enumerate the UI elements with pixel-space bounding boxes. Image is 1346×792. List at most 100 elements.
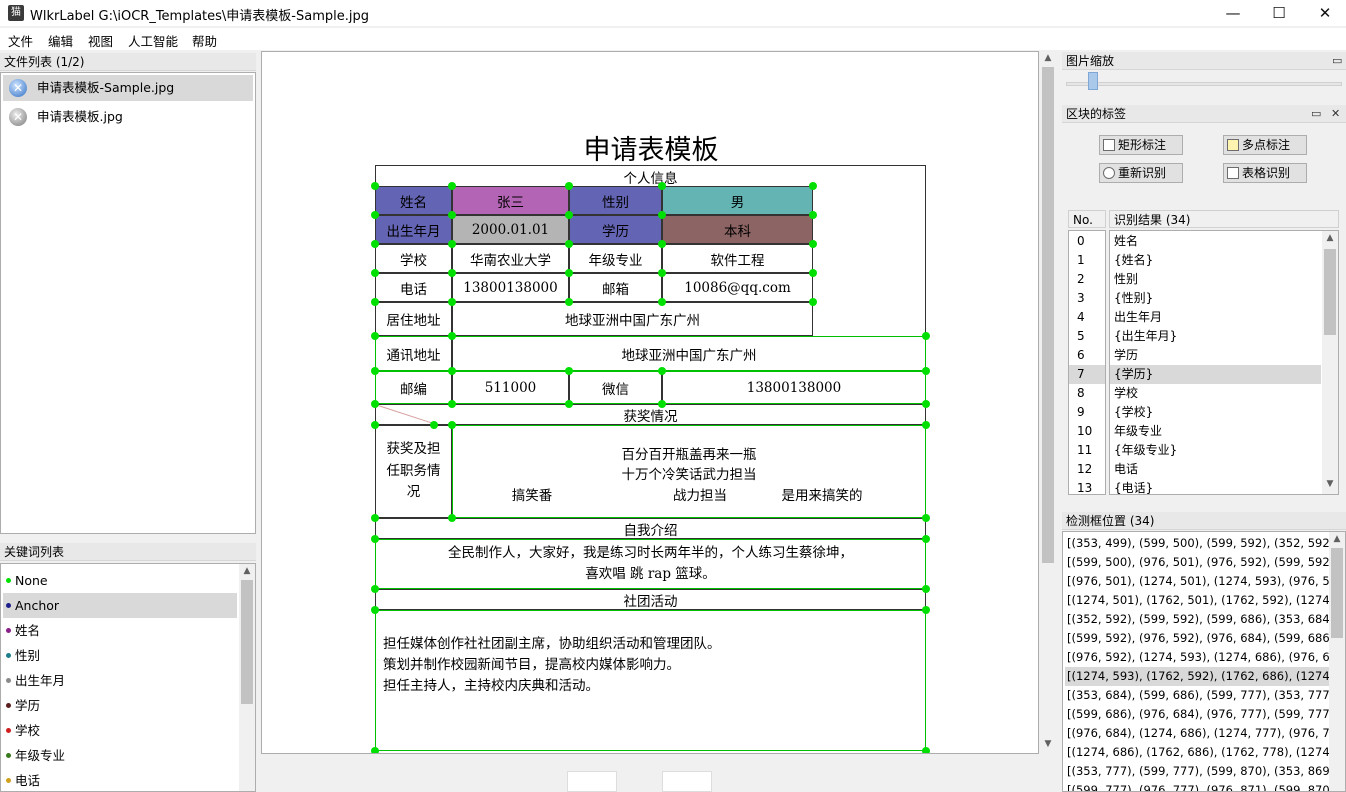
control-point[interactable] xyxy=(448,182,456,190)
result-item[interactable]: {性别} xyxy=(1114,291,1154,305)
keyword-item-school[interactable]: 学校 xyxy=(3,718,237,743)
keyword-item-major[interactable]: 年级专业 xyxy=(3,743,237,768)
box-position-row-selected[interactable]: [(1274, 593), (1762, 592), (1762, 686), … xyxy=(1065,667,1345,686)
control-point[interactable] xyxy=(371,606,379,614)
minimize-button[interactable]: — xyxy=(1225,4,1241,22)
box-position-row[interactable]: [(353, 499), (599, 500), (599, 592), (35… xyxy=(1067,536,1339,550)
result-item[interactable]: {学校} xyxy=(1114,405,1154,419)
result-item[interactable]: 电话 xyxy=(1114,462,1139,476)
control-point[interactable] xyxy=(448,421,456,429)
scroll-up-arrow-icon[interactable]: ▲ xyxy=(1326,233,1334,243)
control-point[interactable] xyxy=(371,585,379,593)
control-point[interactable] xyxy=(371,332,379,340)
zoom-slider-handle[interactable] xyxy=(1088,72,1098,90)
control-point[interactable] xyxy=(922,400,930,408)
canvas-scrollbar[interactable]: ▲ ▼ xyxy=(1040,51,1056,754)
multipoint-annotate-button[interactable]: 多点标注 xyxy=(1223,135,1307,155)
control-point[interactable] xyxy=(371,400,379,408)
keyword-item-birth[interactable]: 出生年月 xyxy=(3,668,237,693)
control-point[interactable] xyxy=(448,400,456,408)
re-recognize-button[interactable]: 重新识别 xyxy=(1099,163,1183,183)
result-item[interactable]: {电话} xyxy=(1114,481,1154,495)
control-point[interactable] xyxy=(448,332,456,340)
zoom-slider[interactable] xyxy=(1066,72,1342,98)
result-item[interactable]: 学历 xyxy=(1114,348,1139,362)
menu-edit[interactable]: 编辑 xyxy=(48,34,74,49)
control-point[interactable] xyxy=(565,211,573,219)
thumbnail-image[interactable] xyxy=(662,771,712,792)
box-position-row[interactable]: [(599, 686), (976, 684), (976, 777), (59… xyxy=(1067,707,1339,721)
control-point[interactable] xyxy=(809,211,817,219)
control-point[interactable] xyxy=(565,367,573,375)
result-item[interactable]: {姓名} xyxy=(1114,253,1154,267)
scroll-down-arrow-icon[interactable]: ▼ xyxy=(1044,739,1052,749)
box-list-scrollbar[interactable]: ▲ xyxy=(1329,532,1345,791)
result-item[interactable]: {年级专业} xyxy=(1114,443,1178,457)
control-point[interactable] xyxy=(371,535,379,543)
detection-box[interactable] xyxy=(375,371,926,404)
control-point[interactable] xyxy=(565,240,573,248)
result-item-selected[interactable]: {学历} xyxy=(1110,365,1321,384)
control-point[interactable] xyxy=(448,367,456,375)
close-button[interactable]: ✕ xyxy=(1318,4,1332,22)
detection-box[interactable] xyxy=(375,336,926,371)
box-position-row[interactable]: [(1274, 501), (1762, 501), (1762, 592), … xyxy=(1067,593,1346,607)
menu-file[interactable]: 文件 xyxy=(8,34,34,49)
rect-annotate-button[interactable]: 矩形标注 xyxy=(1099,135,1183,155)
control-point[interactable] xyxy=(658,269,666,277)
box-list-scroll-thumb[interactable] xyxy=(1331,548,1343,638)
detection-box[interactable] xyxy=(375,610,926,751)
control-point[interactable] xyxy=(371,211,379,219)
control-point[interactable] xyxy=(371,514,379,522)
box-position-row[interactable]: [(599, 500), (976, 501), (976, 592), (59… xyxy=(1067,555,1339,569)
control-point[interactable] xyxy=(658,400,666,408)
control-point[interactable] xyxy=(371,269,379,277)
canvas-scroll-thumb[interactable] xyxy=(1042,67,1054,563)
box-position-row[interactable]: [(1274, 686), (1762, 686), (1762, 778), … xyxy=(1067,745,1346,759)
menu-view[interactable]: 视图 xyxy=(88,34,114,49)
keyword-item-education[interactable]: 学历 xyxy=(3,693,237,718)
box-position-row[interactable]: [(976, 592), (1274, 593), (1274, 686), (… xyxy=(1067,650,1346,664)
control-point[interactable] xyxy=(809,240,817,248)
control-point[interactable] xyxy=(922,514,930,522)
detection-box[interactable] xyxy=(375,539,926,589)
control-point[interactable] xyxy=(922,332,930,340)
box-position-row[interactable]: [(353, 684), (599, 686), (599, 777), (35… xyxy=(1067,688,1339,702)
control-point[interactable] xyxy=(565,269,573,277)
control-point[interactable] xyxy=(922,421,930,429)
control-point[interactable] xyxy=(565,182,573,190)
control-point[interactable] xyxy=(809,182,817,190)
menu-help[interactable]: 帮助 xyxy=(192,34,218,49)
table-recognize-button[interactable]: 表格识别 xyxy=(1223,163,1307,183)
result-item[interactable]: 性别 xyxy=(1114,272,1139,286)
keyword-item-name[interactable]: 姓名 xyxy=(3,618,237,643)
control-point[interactable] xyxy=(371,182,379,190)
result-scrollbar[interactable]: ▲ ▼ xyxy=(1322,231,1338,494)
control-point[interactable] xyxy=(448,514,456,522)
scroll-up-arrow-icon[interactable]: ▲ xyxy=(1333,534,1341,544)
box-position-row[interactable]: [(976, 501), (1274, 501), (1274, 593), (… xyxy=(1067,574,1346,588)
control-point[interactable] xyxy=(371,367,379,375)
scroll-up-arrow-icon[interactable]: ▲ xyxy=(243,566,251,576)
thumbnail-image[interactable] xyxy=(567,771,617,792)
keyword-item-gender[interactable]: 性别 xyxy=(3,643,237,668)
box-position-row[interactable]: [(599, 777), (976, 777), (976, 871), (59… xyxy=(1067,783,1339,792)
control-point[interactable] xyxy=(430,421,438,429)
scroll-down-arrow-icon[interactable]: ▼ xyxy=(1326,479,1334,489)
control-point[interactable] xyxy=(809,269,817,277)
control-point[interactable] xyxy=(565,400,573,408)
menu-ai[interactable]: 人工智能 xyxy=(128,34,179,49)
control-point[interactable] xyxy=(448,298,456,306)
control-point[interactable] xyxy=(371,747,379,753)
control-point[interactable] xyxy=(658,182,666,190)
control-point[interactable] xyxy=(658,367,666,375)
control-point[interactable] xyxy=(922,747,930,753)
control-point[interactable] xyxy=(371,240,379,248)
result-item[interactable]: 学校 xyxy=(1114,386,1139,400)
keyword-item-anchor[interactable]: Anchor xyxy=(3,593,237,618)
file-item-template[interactable]: ✕ 申请表模板.jpg xyxy=(3,104,253,130)
keyword-scroll-thumb[interactable] xyxy=(241,580,253,704)
control-point[interactable] xyxy=(371,298,379,306)
keyword-scrollbar[interactable]: ▲ xyxy=(239,564,255,791)
result-item[interactable]: {出生年月} xyxy=(1114,329,1178,343)
